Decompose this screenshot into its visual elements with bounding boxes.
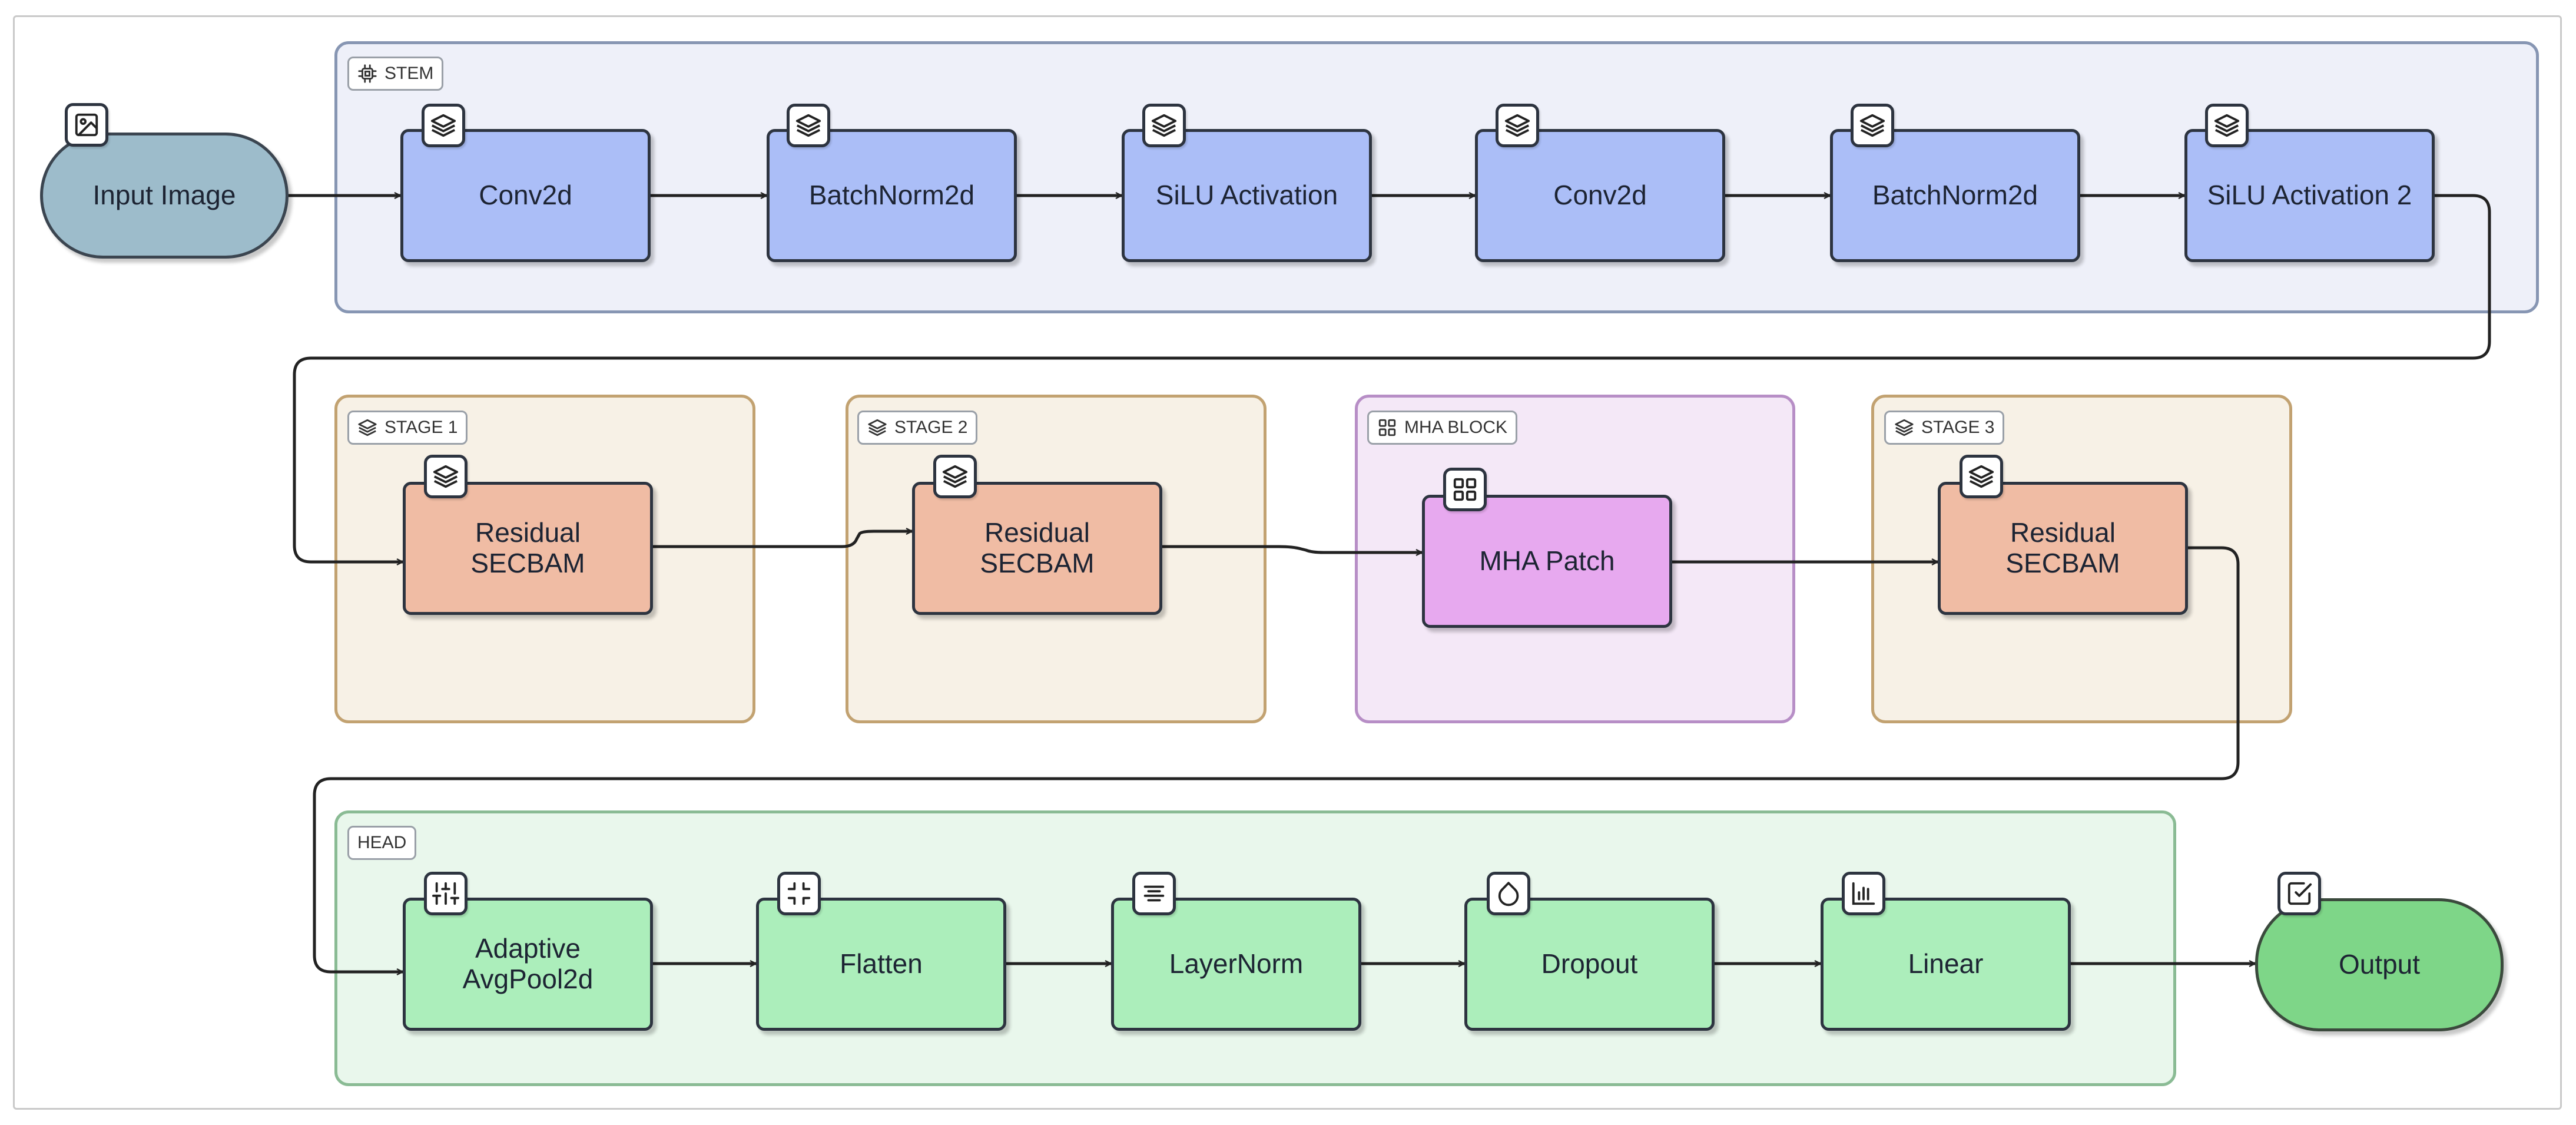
flatten-label: Flatten [840, 948, 923, 980]
linear-label: Linear [1908, 948, 1984, 980]
mha-patch-node[interactable]: MHA Patch [1422, 495, 1672, 628]
image-icon [75, 113, 98, 137]
layers-icon [868, 419, 887, 436]
stage2-block-line2: SECBAM [980, 548, 1095, 578]
stage3-block-line2: SECBAM [2005, 548, 2120, 578]
stem-conv2d-2-node[interactable]: Conv2d [1475, 129, 1725, 262]
layernorm-node[interactable]: LayerNorm [1111, 898, 1361, 1031]
stage3-block-line1: Residual [2010, 517, 2116, 548]
stem-silu-node[interactable]: SiLU Activation [1122, 129, 1372, 262]
stage1-residual-secbam-node[interactable]: Residual SECBAM [403, 482, 653, 615]
output-node[interactable]: Output [2255, 898, 2504, 1031]
edge-silu2-stage1 [293, 194, 2491, 562]
layers-icon [2214, 114, 2240, 137]
mha-block-label: MHA BLOCK [1404, 418, 1508, 437]
linear-node[interactable]: Linear [1821, 898, 2071, 1031]
stage1-tag: STAGE 1 [347, 411, 468, 445]
adaptive-avgpool-node[interactable]: Adaptive AvgPool2d [403, 898, 653, 1031]
dropout-node[interactable]: Dropout [1464, 898, 1715, 1031]
layers-icon [1151, 114, 1177, 137]
head-tag: HEAD [347, 826, 417, 860]
stem-silu-2-node[interactable]: SiLU Activation 2 [2184, 129, 2435, 262]
mha-badge [1443, 468, 1487, 511]
flatten-node[interactable]: Flatten [756, 898, 1006, 1031]
stage2-badge [933, 455, 977, 498]
layers-icon [795, 114, 821, 137]
stem-conv2d-2-label: Conv2d [1553, 180, 1647, 211]
head-label: HEAD [357, 833, 407, 852]
layers-icon [433, 465, 459, 488]
stem-label: STEM [384, 64, 434, 83]
layers-icon [1859, 114, 1885, 137]
droplet-icon [1498, 882, 1519, 906]
stem-silu-2-label: SiLU Activation 2 [2207, 180, 2412, 211]
checkbox-icon [2287, 882, 2312, 905]
stem-conv2d-node[interactable]: Conv2d [400, 129, 651, 262]
stem-batchnorm-2-node[interactable]: BatchNorm2d [1830, 129, 2080, 262]
flatten-badge [777, 872, 821, 915]
input-badge [65, 103, 108, 147]
adaptive-avgpool-line2: AvgPool2d [462, 964, 594, 994]
stage3-residual-secbam-node[interactable]: Residual SECBAM [1938, 482, 2188, 615]
layers-icon [1968, 465, 1994, 488]
stage2-block-line1: Residual [984, 517, 1090, 548]
adaptive-avgpool-badge [424, 872, 468, 915]
output-badge [2277, 872, 2321, 915]
input-image-label: Input Image [92, 180, 236, 211]
layers-icon [430, 114, 456, 137]
align-center-icon [1143, 885, 1165, 902]
dropout-label: Dropout [1541, 948, 1638, 980]
stage1-badge [424, 455, 468, 498]
mha-block-tag: MHA BLOCK [1367, 411, 1518, 445]
stage1-block-line2: SECBAM [470, 548, 585, 578]
output-label: Output [2338, 949, 2421, 980]
layernorm-badge [1132, 872, 1176, 915]
layernorm-label: LayerNorm [1169, 948, 1304, 980]
layers-icon [942, 465, 968, 488]
stem-batchnorm-2-badge [1851, 104, 1894, 147]
stem-batchnorm-node[interactable]: BatchNorm2d [767, 129, 1017, 262]
stem-conv2d-2-badge [1496, 104, 1539, 147]
grid-icon [1453, 478, 1477, 501]
stage2-tag: STAGE 2 [857, 411, 978, 445]
layers-icon [1504, 114, 1530, 137]
stem-batchnorm-2-label: BatchNorm2d [1872, 180, 2038, 211]
stem-batchnorm-label: BatchNorm2d [808, 180, 975, 211]
layers-icon [358, 419, 377, 436]
edge-stage1-stage2 [652, 531, 912, 548]
layers-icon [1895, 419, 1914, 436]
adaptive-avgpool-line1: Adaptive [475, 933, 581, 964]
stage2-residual-secbam-node[interactable]: Residual SECBAM [912, 482, 1162, 615]
stem-conv2d-label: Conv2d [479, 180, 572, 211]
chip-icon [358, 64, 377, 83]
stage3-label: STAGE 3 [1921, 418, 1995, 437]
mha-patch-label: MHA Patch [1479, 545, 1615, 577]
input-image-node[interactable]: Input Image [40, 133, 289, 259]
dropout-badge [1487, 872, 1530, 915]
stem-silu-2-badge [2205, 104, 2249, 147]
shrink-icon [787, 882, 811, 905]
stem-tag: STEM [347, 57, 444, 91]
stage3-badge [1960, 455, 2003, 498]
bar-chart-icon [1852, 882, 1875, 905]
sliders-icon [432, 882, 459, 905]
grid-icon [1378, 419, 1396, 436]
edge-stage2-mha [1161, 545, 1422, 552]
stage1-label: STAGE 1 [384, 418, 458, 437]
stem-group [334, 41, 2539, 313]
stage2-label: STAGE 2 [894, 418, 968, 437]
stem-conv2d-badge [422, 104, 465, 147]
stem-silu-badge [1142, 104, 1186, 147]
stem-silu-label: SiLU Activation [1155, 180, 1338, 211]
stage3-tag: STAGE 3 [1884, 411, 2005, 445]
linear-badge [1842, 872, 1885, 915]
stage1-block-line1: Residual [475, 517, 581, 548]
stem-batchnorm-badge [787, 104, 830, 147]
edge-stage3-head [313, 546, 2240, 972]
